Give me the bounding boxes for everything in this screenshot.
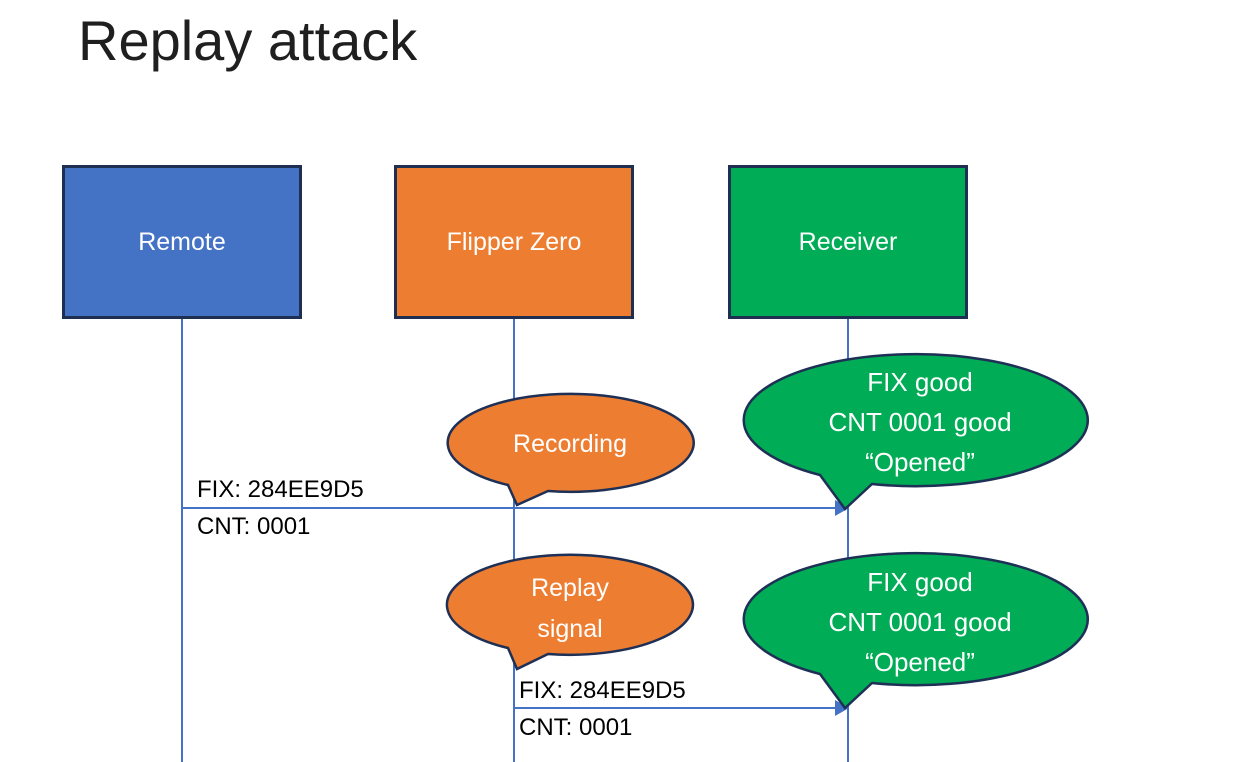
callout-recording-text: Recording [460,424,680,465]
actor-label-remote: Remote [138,227,226,256]
actor-label-receiver: Receiver [798,227,898,256]
message-arrowhead-1 [835,500,849,516]
callout-opened-2-line-2: CNT 0001 good [828,607,1012,637]
callout-opened-1-text: FIX good CNT 0001 good “Opened” [775,362,1065,482]
callout-opened-2-text: FIX good CNT 0001 good “Opened” [775,562,1065,682]
callout-opened-1-line-2: CNT 0001 good [828,407,1012,437]
actor-box-receiver: Receiver [728,165,968,319]
message-2-cnt-label: CNT: 0001 [519,714,633,741]
message-arrowhead-2 [835,700,849,716]
callout-recording-line-1: Recording [513,430,627,458]
callout-opened-1-line-3: “Opened” [865,447,975,477]
message-1-cnt-label: CNT: 0001 [197,513,311,540]
callout-recording-bubble [446,392,695,507]
callout-opened-1-bubble [742,352,1089,511]
callout-opened-1-line-1: FIX good [867,367,973,397]
actor-label-flipper-zero: Flipper Zero [446,227,582,256]
page-title: Replay attack [78,9,418,72]
callout-opened-2-line-1: FIX good [867,567,973,597]
callout-replay-signal-text: Replay signal [460,568,680,650]
callout-replay-signal-line-1: Replay [531,574,609,602]
callout-opened-2-bubble [742,551,1089,710]
callout-replay-signal-bubble [445,553,695,671]
message-2-fix-label: FIX: 284EE9D5 [519,677,686,704]
actor-box-flipper-zero: Flipper Zero [394,165,634,319]
callout-opened-2-line-3: “Opened” [865,647,975,677]
actor-box-remote: Remote [62,165,302,319]
message-1-fix-label: FIX: 284EE9D5 [197,476,364,503]
callout-replay-signal-line-2: signal [537,615,603,643]
